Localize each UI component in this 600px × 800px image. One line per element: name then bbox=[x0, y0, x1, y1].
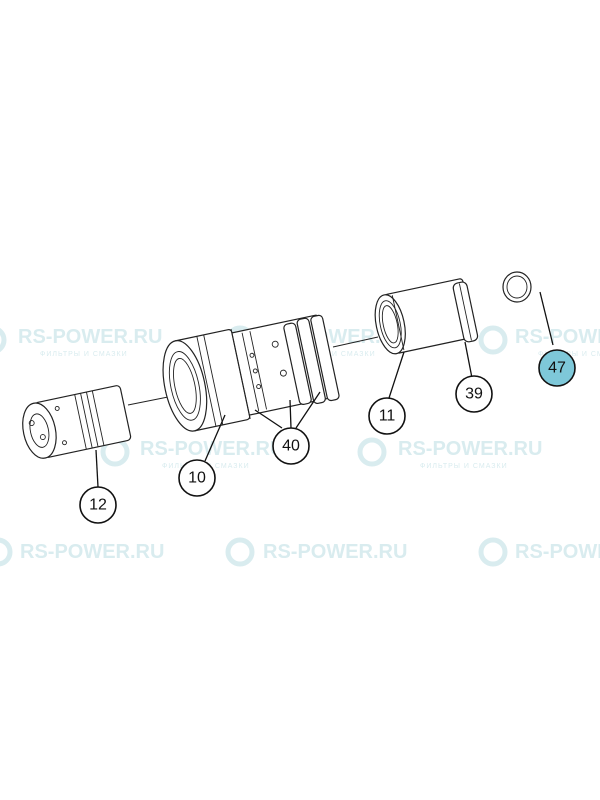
leader-12 bbox=[95, 449, 99, 488]
leader-11 bbox=[388, 351, 405, 399]
axis-line bbox=[332, 336, 379, 348]
watermark-row-3: RS-POWER.RU RS-POWER.RU RS-POWER.RU bbox=[0, 537, 600, 567]
watermark-logo-icon bbox=[357, 437, 387, 467]
axis-line bbox=[127, 395, 174, 406]
callout-circle-highlighted bbox=[538, 349, 576, 387]
watermark-title: RS-POWER.RU bbox=[20, 541, 164, 563]
part-39-ring bbox=[452, 281, 479, 343]
part-40-rings bbox=[283, 314, 340, 405]
callout-40: 40 bbox=[272, 427, 310, 465]
callout-label: 12 bbox=[89, 497, 107, 514]
callout-12: 12 bbox=[79, 486, 117, 524]
callout-label: 10 bbox=[188, 470, 206, 487]
watermark-row-2-right: RS-POWER.RU ФИЛЬТРЫ И СМАЗКИ bbox=[357, 437, 542, 470]
watermark-title: RS-POWER.RU bbox=[398, 438, 542, 460]
callout-47: 47 bbox=[538, 349, 576, 387]
watermark-title: RS-POWER.RU bbox=[18, 326, 162, 348]
leader-39 bbox=[464, 341, 473, 379]
leader-47 bbox=[539, 291, 554, 346]
watermark-row-1-left: RS-POWER.RU ФИЛЬТРЫ И СМАЗКИ bbox=[0, 326, 162, 358]
leader-40 bbox=[254, 391, 321, 429]
callout-label: 11 bbox=[379, 408, 396, 425]
callout-label: 39 bbox=[465, 386, 483, 403]
watermark-title: RS-POWER.RU bbox=[263, 541, 407, 563]
callout-label: 40 bbox=[282, 438, 300, 455]
watermark-title: RS-POWER.RU bbox=[140, 438, 284, 460]
watermark-subtitle: ФИЛЬТРЫ И СМАЗКИ bbox=[420, 463, 508, 470]
watermark-title: RS-POWER.RU bbox=[515, 326, 600, 348]
watermark-title: RS-POWER.RU bbox=[515, 541, 600, 563]
watermark-subtitle: ФИЛЬТРЫ И СМАЗКИ bbox=[40, 351, 128, 358]
watermark-logo-icon bbox=[478, 325, 508, 355]
callout-label: 47 bbox=[548, 360, 566, 377]
callout-11: 11 bbox=[368, 397, 406, 435]
part-11-sleeve bbox=[374, 278, 475, 355]
leader-10 bbox=[204, 414, 226, 462]
part-47-snap-ring bbox=[502, 271, 532, 303]
watermark-subtitle: ФИЛЬТРЫ И СМАЗКИ bbox=[288, 351, 376, 358]
watermark-row-1-right: RS-POWER.RU ФИЛЬТРЫ И СМАЗКИ bbox=[478, 325, 600, 358]
part-12-nozzle bbox=[22, 385, 132, 459]
watermark-logo-icon bbox=[0, 327, 7, 353]
callout-10: 10 bbox=[178, 459, 216, 497]
callout-39: 39 bbox=[455, 375, 493, 413]
